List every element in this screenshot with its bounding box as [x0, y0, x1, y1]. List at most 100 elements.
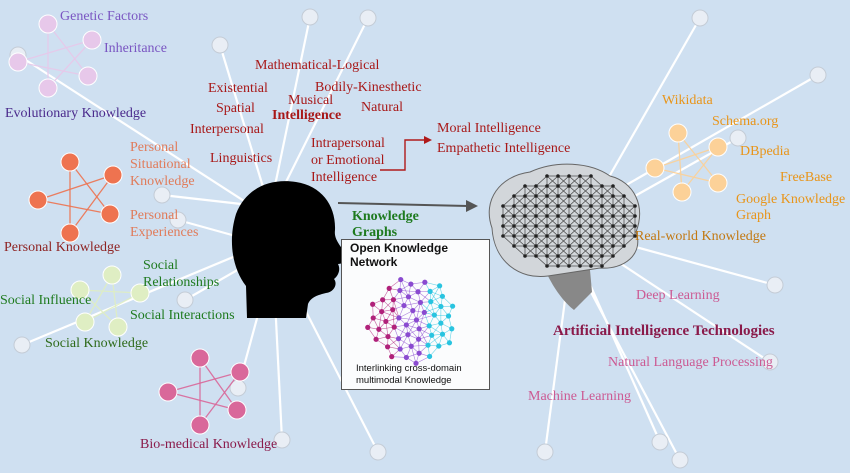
network-node [365, 324, 371, 330]
spoke-line [599, 249, 771, 363]
brain-node [556, 224, 560, 228]
network-node [397, 287, 403, 294]
brain-node [567, 184, 571, 188]
cluster-edge [47, 39, 93, 89]
brain-edge [568, 255, 581, 267]
cluster-node [100, 204, 120, 224]
brain-edge [590, 205, 603, 217]
brain-edge [524, 185, 537, 197]
neural-brain-icon [488, 163, 641, 310]
network-edge [381, 311, 400, 319]
realworld-cluster [645, 123, 728, 202]
network-edge [400, 279, 409, 297]
brain-edge [524, 235, 537, 247]
brain-node [567, 224, 571, 228]
network-node [380, 297, 386, 303]
network-node [425, 342, 431, 348]
brain-node [523, 234, 527, 238]
network-edge [398, 310, 413, 319]
network-edge [416, 314, 435, 321]
network-node [415, 289, 421, 295]
brain-edge [557, 195, 570, 207]
network-node [439, 293, 446, 299]
spoke-line [273, 299, 284, 441]
brain-edge [535, 255, 548, 267]
network-edge [418, 325, 430, 340]
brain-node [589, 234, 593, 238]
brain-node [545, 204, 549, 208]
brain-node [523, 194, 527, 198]
brain-node [512, 234, 516, 238]
network-node [403, 322, 409, 328]
network-node [445, 313, 452, 319]
brain-edge [579, 245, 592, 257]
brain-edge [590, 195, 603, 207]
brain-node [534, 204, 538, 208]
brain-edge [579, 195, 592, 207]
brain-edge [601, 225, 614, 237]
brain-edge [557, 245, 570, 257]
brain-edge [535, 195, 548, 207]
network-node [390, 307, 396, 313]
brain-edge [568, 245, 581, 257]
knowledge-network-graphic [365, 276, 456, 366]
brain-edge [623, 225, 636, 237]
musical-label: Musical [288, 93, 334, 108]
network-edge [427, 333, 443, 346]
spoke-node [809, 66, 827, 84]
brain-edge [557, 205, 570, 217]
brain-edge [579, 255, 592, 267]
brain-edge [513, 245, 526, 257]
cluster-edge [167, 371, 241, 393]
brain-node [501, 234, 505, 238]
network-node [427, 288, 433, 294]
brain-node [589, 194, 593, 198]
brain-edge [612, 205, 625, 217]
brain-edge [601, 205, 614, 217]
brain-node [545, 264, 549, 268]
network-node [398, 276, 404, 283]
cluster-node [190, 415, 210, 435]
brain-edge [502, 205, 515, 217]
brain-node [556, 234, 560, 238]
cluster-edge [199, 371, 241, 426]
intelligence-title: Intelligence [272, 108, 342, 123]
brain-edge [612, 225, 625, 237]
spoke-node [536, 443, 554, 461]
network-node [416, 326, 422, 332]
cluster-node [60, 152, 80, 172]
brain-node [578, 254, 582, 258]
cluster-node [28, 190, 48, 210]
personal-situational-label-2: Situational [130, 157, 191, 172]
personal-situational-label: Personal [130, 140, 179, 155]
cluster-node [708, 173, 728, 193]
network-node [416, 350, 422, 356]
network-node [421, 309, 427, 316]
brain-edge [557, 225, 570, 237]
personal-experiences-label: Personal [130, 208, 179, 223]
brain-edge [546, 185, 559, 197]
brain-edge [513, 225, 526, 237]
network-node [417, 299, 424, 306]
cluster-node [668, 123, 688, 143]
cluster-edge [47, 23, 89, 77]
brain-edge [579, 235, 592, 247]
brain-node [512, 214, 516, 218]
brain-edge [513, 185, 526, 197]
brain-node [556, 194, 560, 198]
brain-node [622, 214, 626, 218]
brain-node [523, 204, 527, 208]
deep-learning-label: Deep Learning [636, 288, 720, 303]
brain-node [534, 234, 538, 238]
cluster-node [708, 137, 728, 157]
network-edge [417, 291, 431, 302]
network-node [405, 332, 411, 338]
network-node [429, 332, 435, 338]
brain-node [589, 254, 593, 258]
brain-node [589, 184, 593, 188]
network-edge [411, 344, 429, 347]
cluster-node [227, 400, 247, 420]
linguistics-label: Linguistics [210, 151, 273, 166]
empathetic-intelligence-label: Empathetic Intelligence [437, 141, 571, 156]
brain-node [600, 184, 604, 188]
